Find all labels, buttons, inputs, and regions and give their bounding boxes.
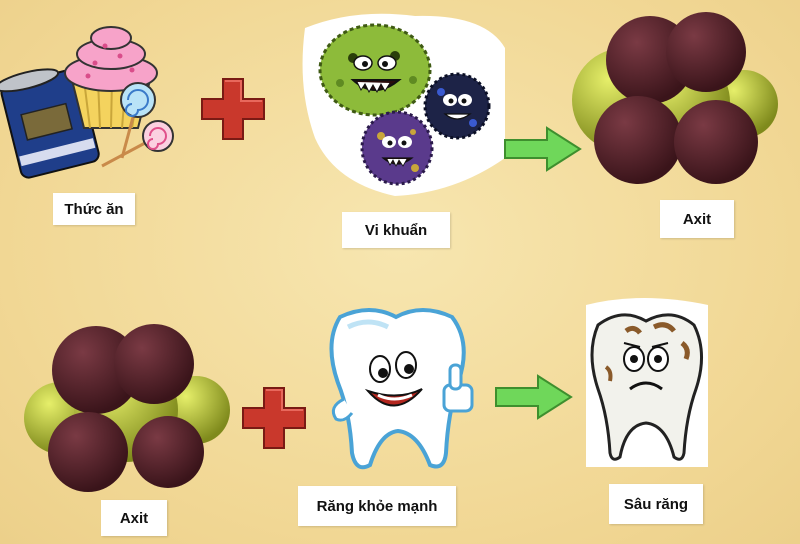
acid-label-top: Axit bbox=[660, 200, 734, 238]
bacteria-label: Vi khuẩn bbox=[342, 212, 450, 248]
lollipop-pink-icon bbox=[101, 120, 174, 168]
arrow-right-icon bbox=[504, 126, 582, 172]
acid-molecule-icon bbox=[572, 12, 778, 184]
green-bacteria-icon bbox=[318, 23, 432, 117]
healthy-tooth-icon bbox=[329, 308, 474, 470]
decay-label: Sâu răng bbox=[609, 484, 703, 524]
acid-label-bottom: Axit bbox=[101, 500, 167, 536]
purple-bacteria-icon bbox=[360, 110, 434, 186]
thumbs-up-icon bbox=[442, 363, 474, 413]
plus-icon bbox=[201, 78, 265, 140]
food-illustration bbox=[0, 26, 174, 179]
navy-bacteria-icon bbox=[423, 72, 491, 140]
acid-molecule-icon bbox=[24, 324, 230, 492]
plus-icon bbox=[242, 387, 306, 449]
decayed-tooth-icon bbox=[586, 298, 708, 467]
lollipop-blue-icon bbox=[120, 82, 156, 159]
arrow-right-icon bbox=[495, 374, 573, 420]
bacteria-illustration bbox=[302, 13, 505, 197]
soda-can-icon bbox=[0, 68, 100, 179]
food-label: Thức ăn bbox=[53, 193, 135, 225]
healthy-tooth-label: Răng khỏe mạnh bbox=[298, 486, 456, 526]
